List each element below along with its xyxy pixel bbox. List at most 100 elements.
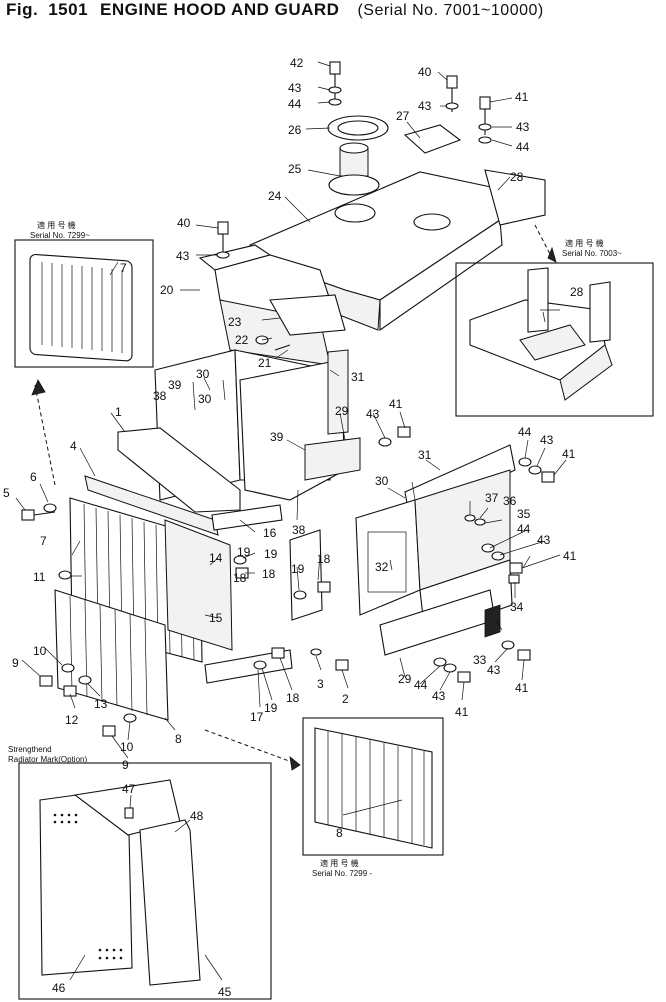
part-label: 19 xyxy=(264,547,278,561)
part-label: 9 xyxy=(12,656,19,670)
part-label: 28 xyxy=(510,170,524,184)
part-label: 43 xyxy=(418,99,432,113)
part-label: 37 xyxy=(485,491,499,505)
part-label: 7 xyxy=(40,534,47,548)
part-label: 43 xyxy=(176,249,190,263)
part-label: 34 xyxy=(510,600,524,614)
part-label: 15 xyxy=(209,611,223,625)
part-label: 39 xyxy=(270,430,284,444)
part-label: 3 xyxy=(317,677,324,691)
part-label: 10 xyxy=(120,740,134,754)
part-label: 43 xyxy=(288,81,302,95)
part-label: 30 xyxy=(196,367,210,381)
part-label: 35 xyxy=(517,507,531,521)
part-label: 18 xyxy=(317,552,331,566)
option-label-line2: Radiator Mark(Option) xyxy=(8,755,87,764)
part-label: 31 xyxy=(351,370,365,384)
part-label: 26 xyxy=(288,123,302,137)
part-label: 43 xyxy=(432,689,446,703)
applicable-serial: Serial No. 7003~ xyxy=(562,249,622,258)
part-label: 27 xyxy=(396,109,410,123)
part-label: 32 xyxy=(375,560,389,574)
part-label: 43 xyxy=(516,120,530,134)
part-label: 41 xyxy=(562,447,576,461)
part-label: 19 xyxy=(264,701,278,715)
part-label: 29 xyxy=(398,672,412,686)
part-label: 44 xyxy=(516,140,530,154)
applicable-serial: Serial No. 7299 - xyxy=(312,869,372,878)
part-label: 41 xyxy=(515,681,529,695)
part-label: 30 xyxy=(375,474,389,488)
part-label: 18 xyxy=(286,691,300,705)
applicable-serial: Serial No. 7299~ xyxy=(30,231,90,240)
engine-hood-top xyxy=(154,61,546,501)
figure-serial-range: (Serial No. 7001~10000) xyxy=(357,2,544,19)
callout-texts: 適 用 号 機 Serial No. 7299~ 適 用 号 機 Serial … xyxy=(8,220,622,878)
part-label: 1 xyxy=(115,405,122,419)
inset-bracket-28 xyxy=(455,224,654,417)
part-label: 43 xyxy=(487,663,501,677)
part-label: 33 xyxy=(473,653,487,667)
figure-number: 1501 xyxy=(48,0,89,19)
part-label: 18 xyxy=(262,567,276,581)
part-label: 18 xyxy=(233,571,247,585)
part-label: 43 xyxy=(537,533,551,547)
inset-strengthened-radiator-option xyxy=(18,762,272,1000)
part-label: 10 xyxy=(33,644,47,658)
part-label: 43 xyxy=(540,433,554,447)
applicable-serial-jp: 適 用 号 機 xyxy=(37,220,76,230)
part-label: 5 xyxy=(3,486,10,500)
part-label: 39 xyxy=(168,378,182,392)
part-label: 31 xyxy=(418,448,432,462)
part-label: 19 xyxy=(291,562,305,576)
right-side-panels xyxy=(355,426,555,683)
part-label: 7 xyxy=(120,261,127,275)
part-label: 45 xyxy=(218,985,232,999)
part-label: 43 xyxy=(366,407,380,421)
part-label: 8 xyxy=(336,826,343,840)
part-label: 28 xyxy=(570,285,584,299)
part-label: 40 xyxy=(177,216,191,230)
part-label: 25 xyxy=(288,162,302,176)
applicable-serial-jp: 適 用 号 機 xyxy=(565,238,604,248)
part-label: 22 xyxy=(235,333,249,347)
part-label: 11 xyxy=(33,570,46,584)
part-label: 20 xyxy=(160,283,174,297)
part-label: 13 xyxy=(94,697,108,711)
radiator-guard-assembly xyxy=(21,349,361,771)
part-label: 24 xyxy=(268,189,282,203)
option-label-line1: Strengthend xyxy=(8,745,52,754)
figure-label: Fig. xyxy=(6,0,39,19)
part-label: 44 xyxy=(517,522,531,536)
figure-main-title: ENGINE HOOD AND GUARD xyxy=(100,0,340,19)
part-label: 2 xyxy=(342,692,349,706)
part-label: 38 xyxy=(292,523,306,537)
part-label: 47 xyxy=(122,782,136,796)
part-label: 41 xyxy=(389,397,403,411)
part-label: 8 xyxy=(175,732,182,746)
inset-grille-8 xyxy=(302,717,444,856)
inset-grille-7 xyxy=(14,239,154,486)
figure-title: Fig. 1501 ENGINE HOOD AND GUARD (Serial No.… xyxy=(6,0,544,20)
part-label: 21 xyxy=(258,356,272,370)
part-label: 44 xyxy=(414,678,428,692)
part-label: 44 xyxy=(518,425,532,439)
part-label: 16 xyxy=(263,526,277,540)
part-label: 17 xyxy=(250,710,264,724)
part-label: 41 xyxy=(455,705,469,719)
part-label: 44 xyxy=(288,97,302,111)
part-number-labels: 1 2 3 4 5 6 7 8 9 10 11 12 13 14 15 16 1… xyxy=(3,56,584,999)
part-label: 23 xyxy=(228,315,242,329)
part-label: 41 xyxy=(515,90,529,104)
part-label: 48 xyxy=(190,809,204,823)
part-label: 14 xyxy=(209,551,223,565)
part-label: 29 xyxy=(335,404,349,418)
part-label: 36 xyxy=(503,494,517,508)
part-label: 46 xyxy=(52,981,66,995)
leader-lines xyxy=(15,61,567,981)
part-label: 40 xyxy=(418,65,432,79)
part-label: 38 xyxy=(153,389,167,403)
applicable-serial-jp: 適 用 号 機 xyxy=(320,858,359,868)
part-label: 6 xyxy=(30,470,37,484)
